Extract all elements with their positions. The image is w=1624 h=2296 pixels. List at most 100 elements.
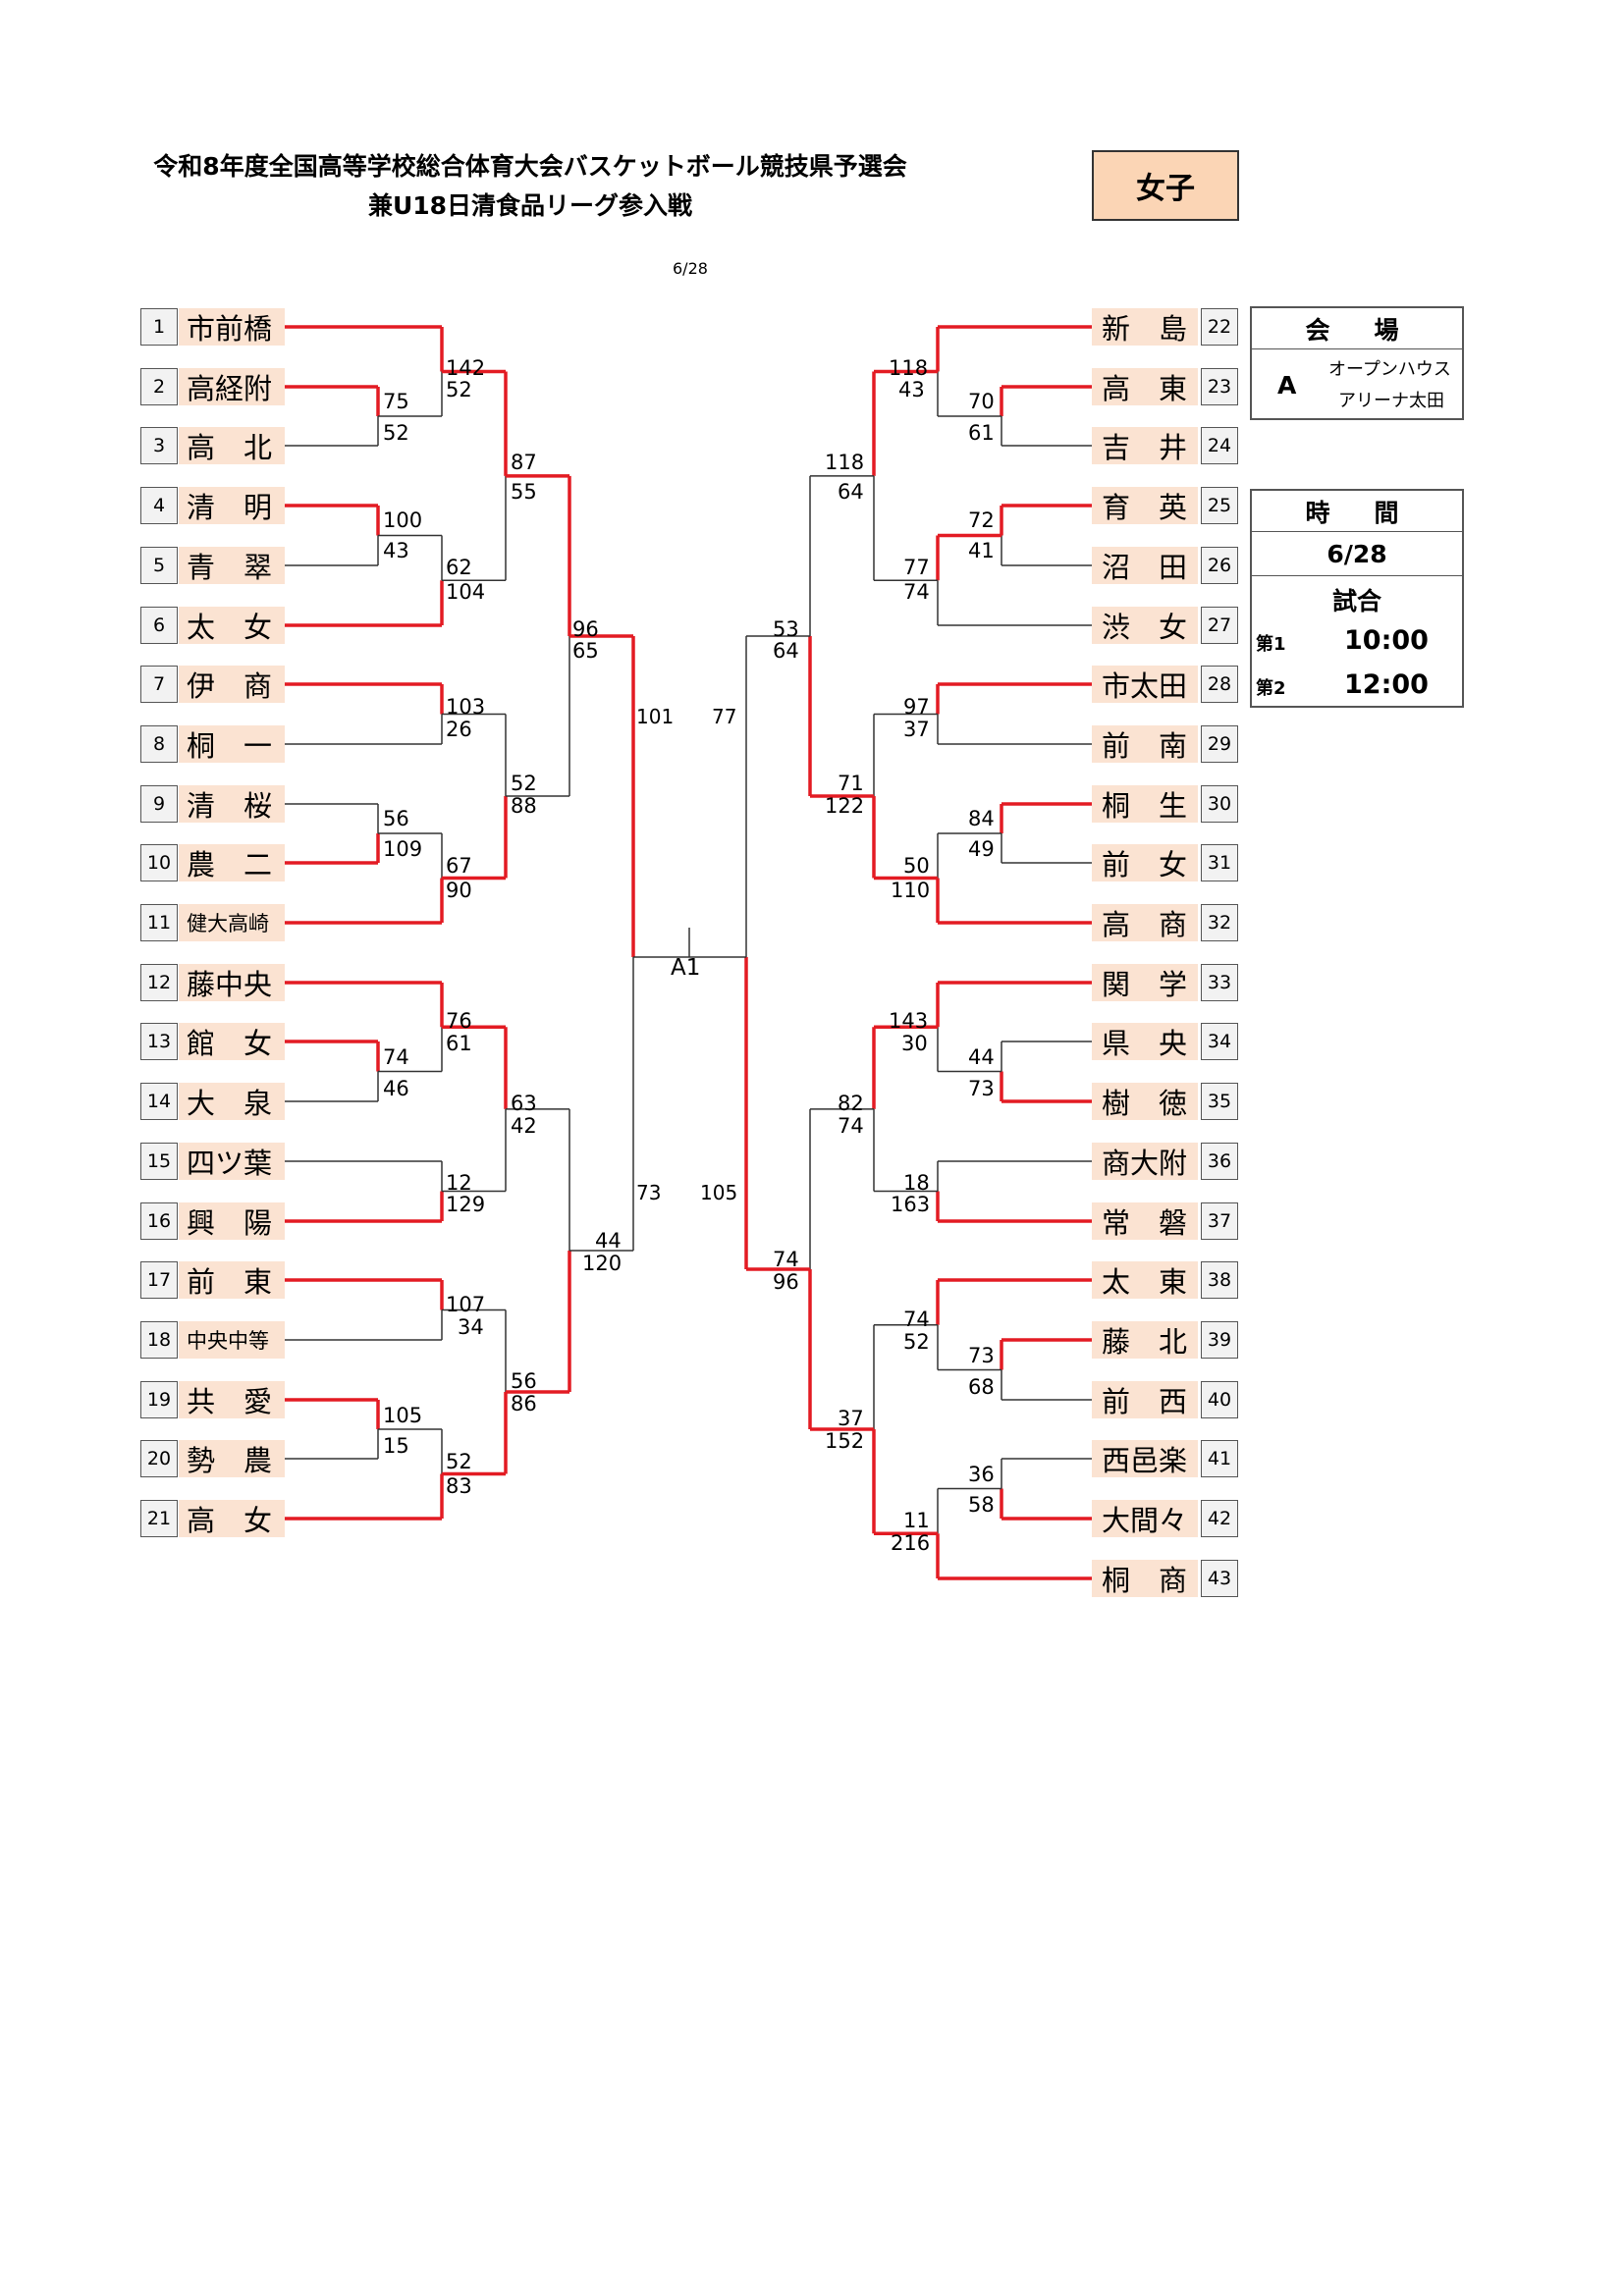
team-name: 清 桜	[179, 785, 285, 823]
score: 68	[968, 1375, 995, 1399]
venue-name-line1: オープンハウス	[1328, 359, 1451, 380]
slot2-label: 第2	[1256, 678, 1286, 699]
team-name: 青 翠	[179, 547, 285, 584]
team-number: 24	[1201, 427, 1238, 464]
score: 49	[968, 837, 995, 861]
score: 87	[511, 451, 537, 474]
score: 163	[891, 1193, 931, 1216]
schedule-date: 6/28	[1252, 532, 1462, 576]
score: 61	[446, 1032, 472, 1055]
score: 37	[903, 718, 930, 741]
team-name: 興 陽	[179, 1202, 285, 1240]
time-header: 時 間	[1252, 491, 1462, 532]
team-number: 15	[140, 1143, 178, 1180]
score: 97	[903, 695, 930, 719]
team-number: 25	[1201, 487, 1238, 524]
team-number: 31	[1201, 844, 1238, 881]
team-name: 藤 北	[1092, 1321, 1198, 1359]
final-score: 105	[700, 1181, 738, 1204]
score: 74	[838, 1114, 864, 1138]
slot1-time: 10:00	[1344, 625, 1429, 656]
team-number: 32	[1201, 904, 1238, 941]
team-number: 42	[1201, 1500, 1238, 1537]
score: 63	[511, 1092, 537, 1115]
team-number: 13	[140, 1023, 178, 1060]
score: 129	[446, 1193, 486, 1216]
team-name: 前 東	[179, 1261, 285, 1299]
score: 118	[889, 356, 929, 380]
team-number: 19	[140, 1381, 178, 1418]
score: 73	[968, 1077, 995, 1100]
team-number: 36	[1201, 1143, 1238, 1180]
score: 58	[968, 1493, 995, 1517]
score: 44	[968, 1045, 995, 1069]
team-name: 前 女	[1092, 844, 1198, 881]
team-name: 高経附	[179, 368, 285, 405]
score: 105	[383, 1404, 423, 1427]
venue-body: A オープンハウス アリーナ太田	[1252, 349, 1462, 418]
slot2-time: 12:00	[1344, 669, 1429, 700]
team-name: 共 愛	[179, 1381, 285, 1418]
team-name: 市前橋	[179, 308, 285, 346]
team-name: 育 英	[1092, 487, 1198, 524]
team-name: 農 二	[179, 844, 285, 881]
team-name: 県 央	[1092, 1023, 1198, 1060]
team-name: 桐 生	[1092, 785, 1198, 823]
team-number: 3	[140, 427, 178, 464]
team-name: 清 明	[179, 487, 285, 524]
team-name: 桐 商	[1092, 1560, 1198, 1597]
team-number: 40	[1201, 1381, 1238, 1418]
team-name: 大 泉	[179, 1083, 285, 1120]
score: 72	[968, 508, 995, 532]
score: 143	[889, 1009, 929, 1033]
team-number: 28	[1201, 666, 1238, 703]
score: 52	[903, 1330, 930, 1354]
slot1-label: 第1	[1256, 634, 1286, 655]
team-name: 伊 商	[179, 666, 285, 703]
venue-header: 会 場	[1252, 308, 1462, 349]
team-name: 太 女	[179, 607, 285, 644]
score: 74	[383, 1045, 409, 1069]
score: 52	[446, 1450, 472, 1473]
team-number: 39	[1201, 1321, 1238, 1359]
team-name: 市太田	[1092, 666, 1198, 703]
match-schedule: 試合 第1 10:00 第2 12:00	[1252, 576, 1462, 706]
title-line1: 令和8年度全国高等学校総合体育大会バスケットボール競技県予選会	[153, 152, 907, 181]
team-number: 26	[1201, 547, 1238, 584]
score: 82	[838, 1092, 864, 1115]
score: 109	[383, 837, 423, 861]
team-number: 38	[1201, 1261, 1238, 1299]
team-name: 吉 井	[1092, 427, 1198, 464]
team-name: 高 東	[1092, 368, 1198, 405]
venue-name-line2: アリーナ太田	[1338, 391, 1444, 411]
score: 74	[773, 1248, 799, 1271]
venue-code: A	[1277, 371, 1297, 400]
team-name: 太 東	[1092, 1261, 1198, 1299]
team-number: 17	[140, 1261, 178, 1299]
score: 104	[446, 580, 486, 604]
score: 118	[825, 451, 865, 474]
score: 36	[968, 1463, 995, 1486]
team-number: 18	[140, 1321, 178, 1359]
team-name: 館 女	[179, 1023, 285, 1060]
team-name: 樹 徳	[1092, 1083, 1198, 1120]
team-name: 沼 田	[1092, 547, 1198, 584]
score: 46	[383, 1077, 409, 1100]
team-number: 27	[1201, 607, 1238, 644]
score: 96	[773, 1270, 799, 1294]
score: 90	[446, 879, 472, 902]
score: 37	[838, 1407, 864, 1430]
team-name: 高 北	[179, 427, 285, 464]
score: 42	[511, 1114, 537, 1138]
score: 18	[903, 1171, 930, 1195]
score: 120	[582, 1252, 623, 1275]
score: 76	[446, 1009, 472, 1033]
team-number: 14	[140, 1083, 178, 1120]
team-name: 大間々	[1092, 1500, 1198, 1537]
score: 71	[838, 772, 864, 795]
score: 152	[825, 1429, 865, 1453]
score: 52	[383, 421, 409, 445]
team-number: 6	[140, 607, 178, 644]
score: 77	[903, 556, 930, 579]
score: 107	[446, 1293, 486, 1316]
